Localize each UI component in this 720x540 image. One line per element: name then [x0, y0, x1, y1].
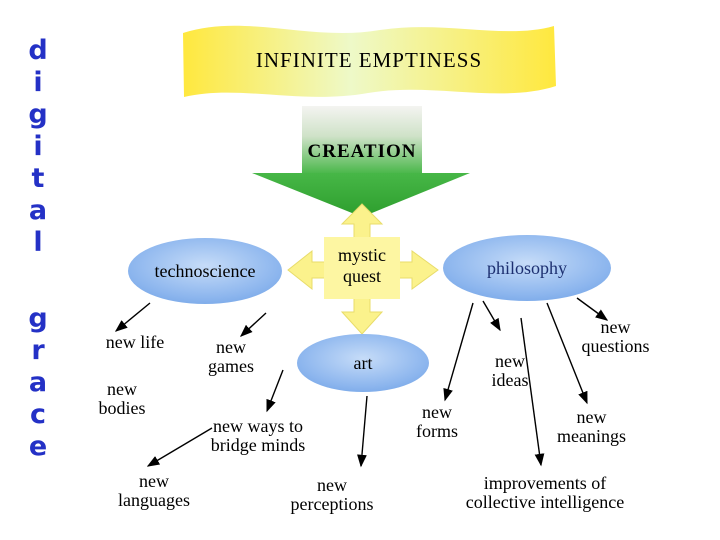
vertical-letter: d — [28, 35, 48, 66]
vertical-letter: g — [28, 99, 48, 130]
arrow-to-new-questions — [576, 297, 609, 321]
mystic-arrow-down — [340, 297, 384, 335]
mystic-arrow-right — [393, 250, 439, 290]
vertical-letter: l — [33, 227, 43, 258]
mystic-quest-label: mystic quest — [338, 245, 386, 286]
arrow-to-new-perceptions — [357, 395, 368, 468]
vertical-letter: e — [28, 431, 48, 462]
label-new-forms: new forms — [416, 402, 458, 442]
vertical-letter: i — [33, 67, 43, 98]
vertical-letter: r — [31, 335, 45, 366]
mystic-cross — [287, 203, 439, 335]
creation-block — [302, 106, 422, 173]
vertical-letter: c — [29, 399, 46, 430]
philosophy-label: philosophy — [486, 258, 567, 278]
arrow-to-new-languages — [146, 427, 213, 467]
arrow-to-new-ways — [266, 369, 284, 413]
vertical-letter: i — [33, 131, 43, 162]
technoscience-ellipse — [128, 238, 282, 304]
technoscience-label: technoscience — [154, 261, 256, 281]
arrow-to-new-meanings — [546, 302, 588, 405]
label-new-ideas: new ideas — [491, 351, 529, 391]
vertical-letter: g — [28, 303, 48, 334]
art-label: art — [353, 353, 373, 373]
label-improvements-collective-intelligence: improvements of collective intelligence — [465, 473, 625, 513]
label-new-questions: new questions — [581, 317, 650, 357]
label-new-ways-to-bridge-minds: new ways to bridge minds — [210, 416, 306, 456]
banner-title: INFINITE EMPTINESS — [255, 48, 483, 72]
label-new-life: new life — [105, 332, 165, 352]
label-new-bodies: new bodies — [98, 379, 146, 419]
label-new-games: new games — [208, 337, 254, 377]
vertical-letter: t — [31, 163, 45, 194]
arrow-to-new-life — [114, 302, 151, 332]
arrow-to-new-ideas — [482, 300, 501, 332]
philosophy-ellipse — [443, 235, 611, 301]
vertical-caption-digital-grace: d i g i t a l g r a c e — [25, 36, 51, 464]
banner-ribbon — [183, 25, 556, 97]
label-new-meanings: new meanings — [557, 407, 626, 447]
arrow-to-improvements — [520, 317, 545, 467]
creation-label: CREATION — [307, 141, 417, 162]
art-ellipse — [297, 334, 429, 392]
mystic-quest-box — [324, 237, 400, 299]
label-new-perceptions: new perceptions — [290, 475, 374, 515]
creation-arrow — [252, 173, 470, 217]
arrow-to-new-forms — [443, 302, 474, 402]
vertical-letter: a — [28, 367, 48, 398]
mystic-arrow-left — [287, 249, 331, 291]
label-new-languages: new languages — [118, 471, 190, 511]
arrow-to-new-games — [239, 312, 267, 337]
vertical-letter: a — [28, 195, 48, 226]
